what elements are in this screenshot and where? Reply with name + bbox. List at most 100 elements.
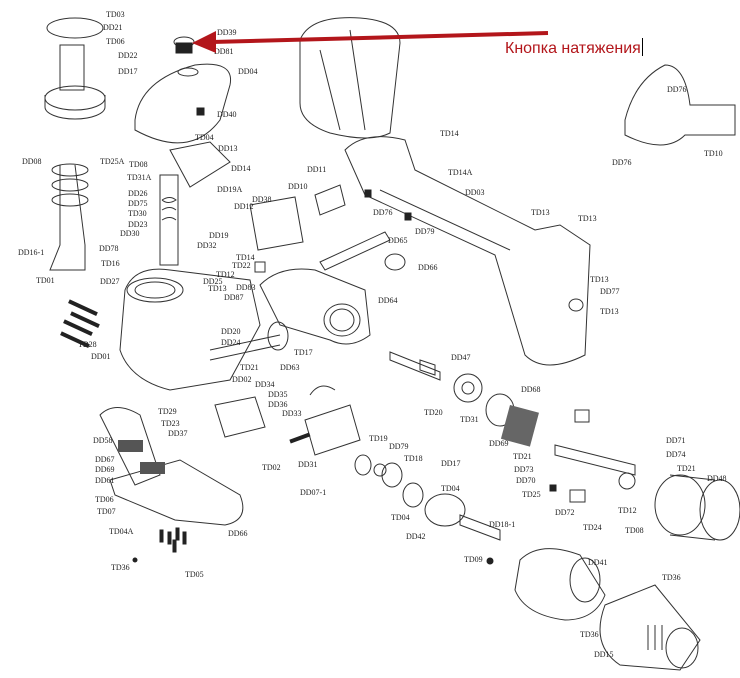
part-label: DD21 [103,23,123,32]
part-label: DD03 [465,188,485,197]
part-label: DD31 [298,460,318,469]
part-label: TD20 [424,408,443,417]
part-label: DD69 [95,465,115,474]
part-label: TD19 [369,434,388,443]
part-label: TD28 [78,340,97,349]
part-label: DD20 [221,327,241,336]
part-label: TD24 [583,523,602,532]
part-label: DD13 [218,144,238,153]
part-label: DD63 [280,363,300,372]
part-label: DD64 [378,296,398,305]
part-label: DD74 [666,450,686,459]
part-label: DD25 [203,277,223,286]
part-label: DD41 [588,558,608,567]
part-shapes [44,17,740,671]
part-label: TD21 [513,452,532,461]
part-label: DD42 [406,532,426,541]
part-label: DD11 [307,165,326,174]
part-label: TD08 [625,526,644,535]
part-label: TD04 [195,133,214,142]
part-label: DD71 [666,436,686,445]
part-label: TD12 [216,270,235,279]
part-label: DD72 [555,508,575,517]
part-label: TD10 [704,149,723,158]
part-label: TD01 [36,276,55,285]
part-label: TD13 [578,214,597,223]
part-label: TD08 [129,160,148,169]
part-label: TD29 [158,407,177,416]
part-label: TD03 [106,10,125,19]
part-label: TD02 [262,463,281,472]
text-cursor [641,38,643,56]
part-label: DD38 [252,195,272,204]
part-label: DD47 [451,353,471,362]
part-label: DD19A [217,185,243,194]
part-label: TD14 [236,253,255,262]
annotation-text: Кнопка натяжения [505,40,641,57]
part-label: DD73 [514,465,534,474]
part-label: DD30 [120,229,140,238]
part-label: DD24 [221,338,241,347]
part-label: DD15 [594,650,614,659]
part-label: TD36 [662,573,681,582]
part-label: TD04A [109,527,134,536]
part-label: TD22 [232,261,251,270]
part-label: TD36 [580,630,599,639]
part-label: TD16 [101,259,120,268]
part-label: DD37 [168,429,188,438]
part-label: DD87 [224,293,244,302]
annotation-arrow [192,31,549,53]
part-label: DD40 [217,110,237,119]
part-label: DD48 [707,474,727,483]
part-label: DD33 [282,409,302,418]
part-label: DD66 [228,529,248,538]
part-label: DD75 [128,199,148,208]
part-label: TD31 [460,415,479,424]
part-label: DD76 [373,208,393,217]
part-label: TD21 [677,464,696,473]
part-label: TD04 [391,513,410,522]
part-label: DD79 [389,442,409,451]
part-label: DD69 [489,439,509,448]
part-label: DD26 [128,189,148,198]
part-label: TD13 [208,284,227,293]
part-label: DD22 [118,51,138,60]
part-label: TD36 [111,563,130,572]
part-label: DD27 [100,277,120,286]
part-label: DD02 [232,375,252,384]
part-label: DD10 [288,182,308,191]
part-label: DD39 [217,28,237,37]
part-label: TD25 [522,490,541,499]
part-label: DD78 [99,244,119,253]
part-label: TD18 [404,454,423,463]
part-label: TD07 [97,507,116,516]
part-label: DD04 [238,67,258,76]
part-label: DD77 [600,287,620,296]
part-label: DD32 [197,241,217,250]
part-label: DD23 [128,220,148,229]
part-label: DD83 [236,283,256,292]
part-label: TD04 [441,484,460,493]
part-label: TD09 [464,555,483,564]
part-label: DD18-1 [489,520,515,529]
part-label: DD81 [214,47,234,56]
part-label: DD76 [667,85,687,94]
part-label: TD13 [600,307,619,316]
part-label: DD12 [234,202,254,211]
part-label: TD21 [240,363,259,372]
part-label: DD58 [93,436,113,445]
part-label: DD16-1 [18,248,44,257]
part-label: DD34 [255,380,275,389]
part-label: DD17 [441,459,461,468]
part-label: DD70 [516,476,536,485]
part-label: DD66 [418,263,438,272]
part-label: DD36 [268,400,288,409]
part-label: DD67 [95,455,115,464]
part-label: DD35 [268,390,288,399]
part-label: DD08 [22,157,42,166]
annotation-label[interactable]: Кнопка натяжения [505,38,643,58]
part-label: DD76 [612,158,632,167]
part-label: TD06 [95,495,114,504]
part-label: DD01 [91,352,111,361]
